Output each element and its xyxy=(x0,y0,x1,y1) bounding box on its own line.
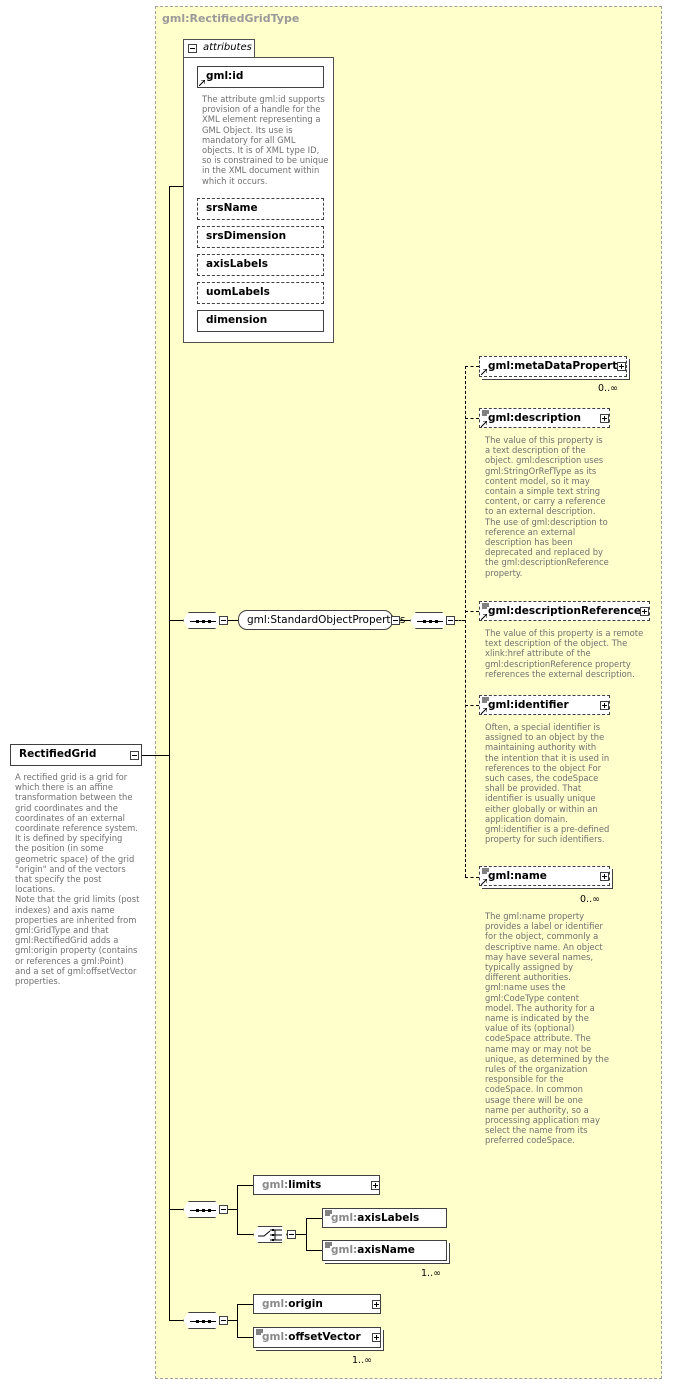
descriptionreference-doc: The value of this property is a remote t… xyxy=(485,628,644,679)
attr-gml-id-description: The attribute gml:id supports provision … xyxy=(202,94,329,186)
reference-arrow-icon xyxy=(481,879,487,885)
reference-arrow-icon xyxy=(481,421,487,427)
connector-line xyxy=(400,620,410,621)
expand-icon[interactable] xyxy=(640,607,649,616)
element-descriptionreference[interactable]: gml:descriptionReference xyxy=(479,601,650,621)
identifier-doc: Often, a special identifier is assigned … xyxy=(485,722,610,845)
sequence-icon xyxy=(417,620,443,623)
attr-srsdimension[interactable]: srsDimension xyxy=(197,226,324,248)
sequence-icon xyxy=(190,620,216,623)
connector-line xyxy=(465,418,479,419)
attributes-tab[interactable]: attributes xyxy=(183,39,255,57)
reference-arrow-icon xyxy=(481,614,487,620)
collapse-icon[interactable] xyxy=(219,616,228,625)
collapse-icon[interactable] xyxy=(446,616,455,625)
description-doc: The value of this property is a text des… xyxy=(485,435,609,578)
connector-line xyxy=(237,1234,253,1235)
reference-arrow-icon xyxy=(481,369,487,375)
documentation-icon xyxy=(256,1329,263,1335)
connector-line xyxy=(237,1337,253,1338)
documentation-icon xyxy=(325,1242,332,1248)
connector-line xyxy=(228,1320,237,1321)
connector-line xyxy=(306,1250,322,1251)
expand-icon[interactable] xyxy=(600,701,609,710)
expand-icon[interactable] xyxy=(372,1333,381,1342)
connector-line xyxy=(169,186,183,187)
documentation-icon xyxy=(325,1210,332,1216)
connector-line xyxy=(306,1218,307,1251)
name-doc: The gml:name property provides a label o… xyxy=(485,911,610,1146)
element-name[interactable]: gml:name xyxy=(479,866,610,886)
connector-line xyxy=(465,611,479,612)
attr-uomlabels[interactable]: uomLabels xyxy=(197,282,324,304)
collapse-icon[interactable] xyxy=(391,616,400,625)
element-identifier[interactable]: gml:identifier xyxy=(479,695,610,715)
multiplicity: 0..∞ xyxy=(580,894,600,905)
sequence-compositor[interactable] xyxy=(183,612,221,629)
element-metadataproperty[interactable]: gml:metaDataProperty xyxy=(479,356,627,377)
documentation-icon xyxy=(482,603,489,609)
connector-line xyxy=(237,1304,238,1338)
element-axislabels[interactable]: gml:axisLabels xyxy=(322,1208,447,1228)
collapse-icon[interactable] xyxy=(219,1205,228,1214)
element-offsetvector[interactable]: gml:offsetVector xyxy=(253,1327,381,1348)
collapse-icon[interactable] xyxy=(130,751,139,760)
multiplicity: 1..∞ xyxy=(352,1355,372,1366)
connector-line xyxy=(306,1218,322,1219)
element-axisname[interactable]: gml:axisName xyxy=(322,1240,447,1261)
group-standardobjectproperties[interactable]: gml:StandardObjectProperties xyxy=(238,610,405,630)
expand-icon[interactable] xyxy=(600,872,609,881)
attr-axislabels[interactable]: axisLabels xyxy=(197,254,324,276)
connector-line xyxy=(296,1234,306,1235)
expand-icon[interactable] xyxy=(600,414,609,423)
sequence-compositor[interactable] xyxy=(183,1201,221,1218)
connector-line xyxy=(169,620,183,621)
connector-line xyxy=(465,705,479,706)
connector-line xyxy=(142,755,170,756)
type-title: gml:RectifiedGridType xyxy=(162,12,300,25)
collapse-icon[interactable] xyxy=(188,44,197,53)
connector-line xyxy=(237,1304,253,1305)
connector-line xyxy=(169,1320,183,1321)
connector-line xyxy=(228,1209,237,1210)
reference-arrow-icon xyxy=(481,708,487,714)
connector-line xyxy=(169,1209,183,1210)
multiplicity: 1..∞ xyxy=(421,1268,441,1279)
collapse-icon[interactable] xyxy=(219,1316,228,1325)
sequence-icon xyxy=(190,1320,216,1323)
documentation-icon xyxy=(482,868,489,874)
documentation-icon xyxy=(482,410,489,416)
attr-dimension[interactable]: dimension xyxy=(197,310,324,332)
documentation-icon xyxy=(482,697,489,703)
expand-icon[interactable] xyxy=(371,1181,380,1190)
element-limits[interactable]: gml:limits xyxy=(253,1175,380,1195)
reference-arrow-icon xyxy=(199,80,205,86)
connector-line xyxy=(465,366,466,877)
element-description[interactable]: gml:description xyxy=(479,408,610,428)
sequence-compositor[interactable] xyxy=(410,612,448,629)
expand-icon[interactable] xyxy=(617,362,626,371)
connector-line xyxy=(465,877,479,878)
sequence-compositor[interactable] xyxy=(183,1312,221,1329)
root-description: A rectified grid is a grid for which the… xyxy=(15,772,140,987)
choice-icon xyxy=(258,1229,282,1241)
choice-compositor[interactable] xyxy=(253,1226,287,1243)
root-element-rectifiedgrid[interactable]: RectifiedGrid xyxy=(10,744,142,766)
multiplicity: 0..∞ xyxy=(598,383,618,394)
connector-line xyxy=(465,366,479,367)
collapse-icon[interactable] xyxy=(287,1230,296,1239)
expand-icon[interactable] xyxy=(372,1300,381,1309)
attr-gml-id[interactable]: gml:id xyxy=(197,66,324,88)
connector-line xyxy=(169,186,170,1321)
connector-line xyxy=(237,1185,238,1235)
attr-srsname[interactable]: srsName xyxy=(197,198,324,220)
connector-line xyxy=(228,620,238,621)
attributes-tab-label: attributes xyxy=(203,42,252,53)
connector-line xyxy=(455,620,465,621)
element-origin[interactable]: gml:origin xyxy=(253,1294,381,1314)
connector-line xyxy=(237,1185,253,1186)
sequence-icon xyxy=(190,1209,216,1212)
